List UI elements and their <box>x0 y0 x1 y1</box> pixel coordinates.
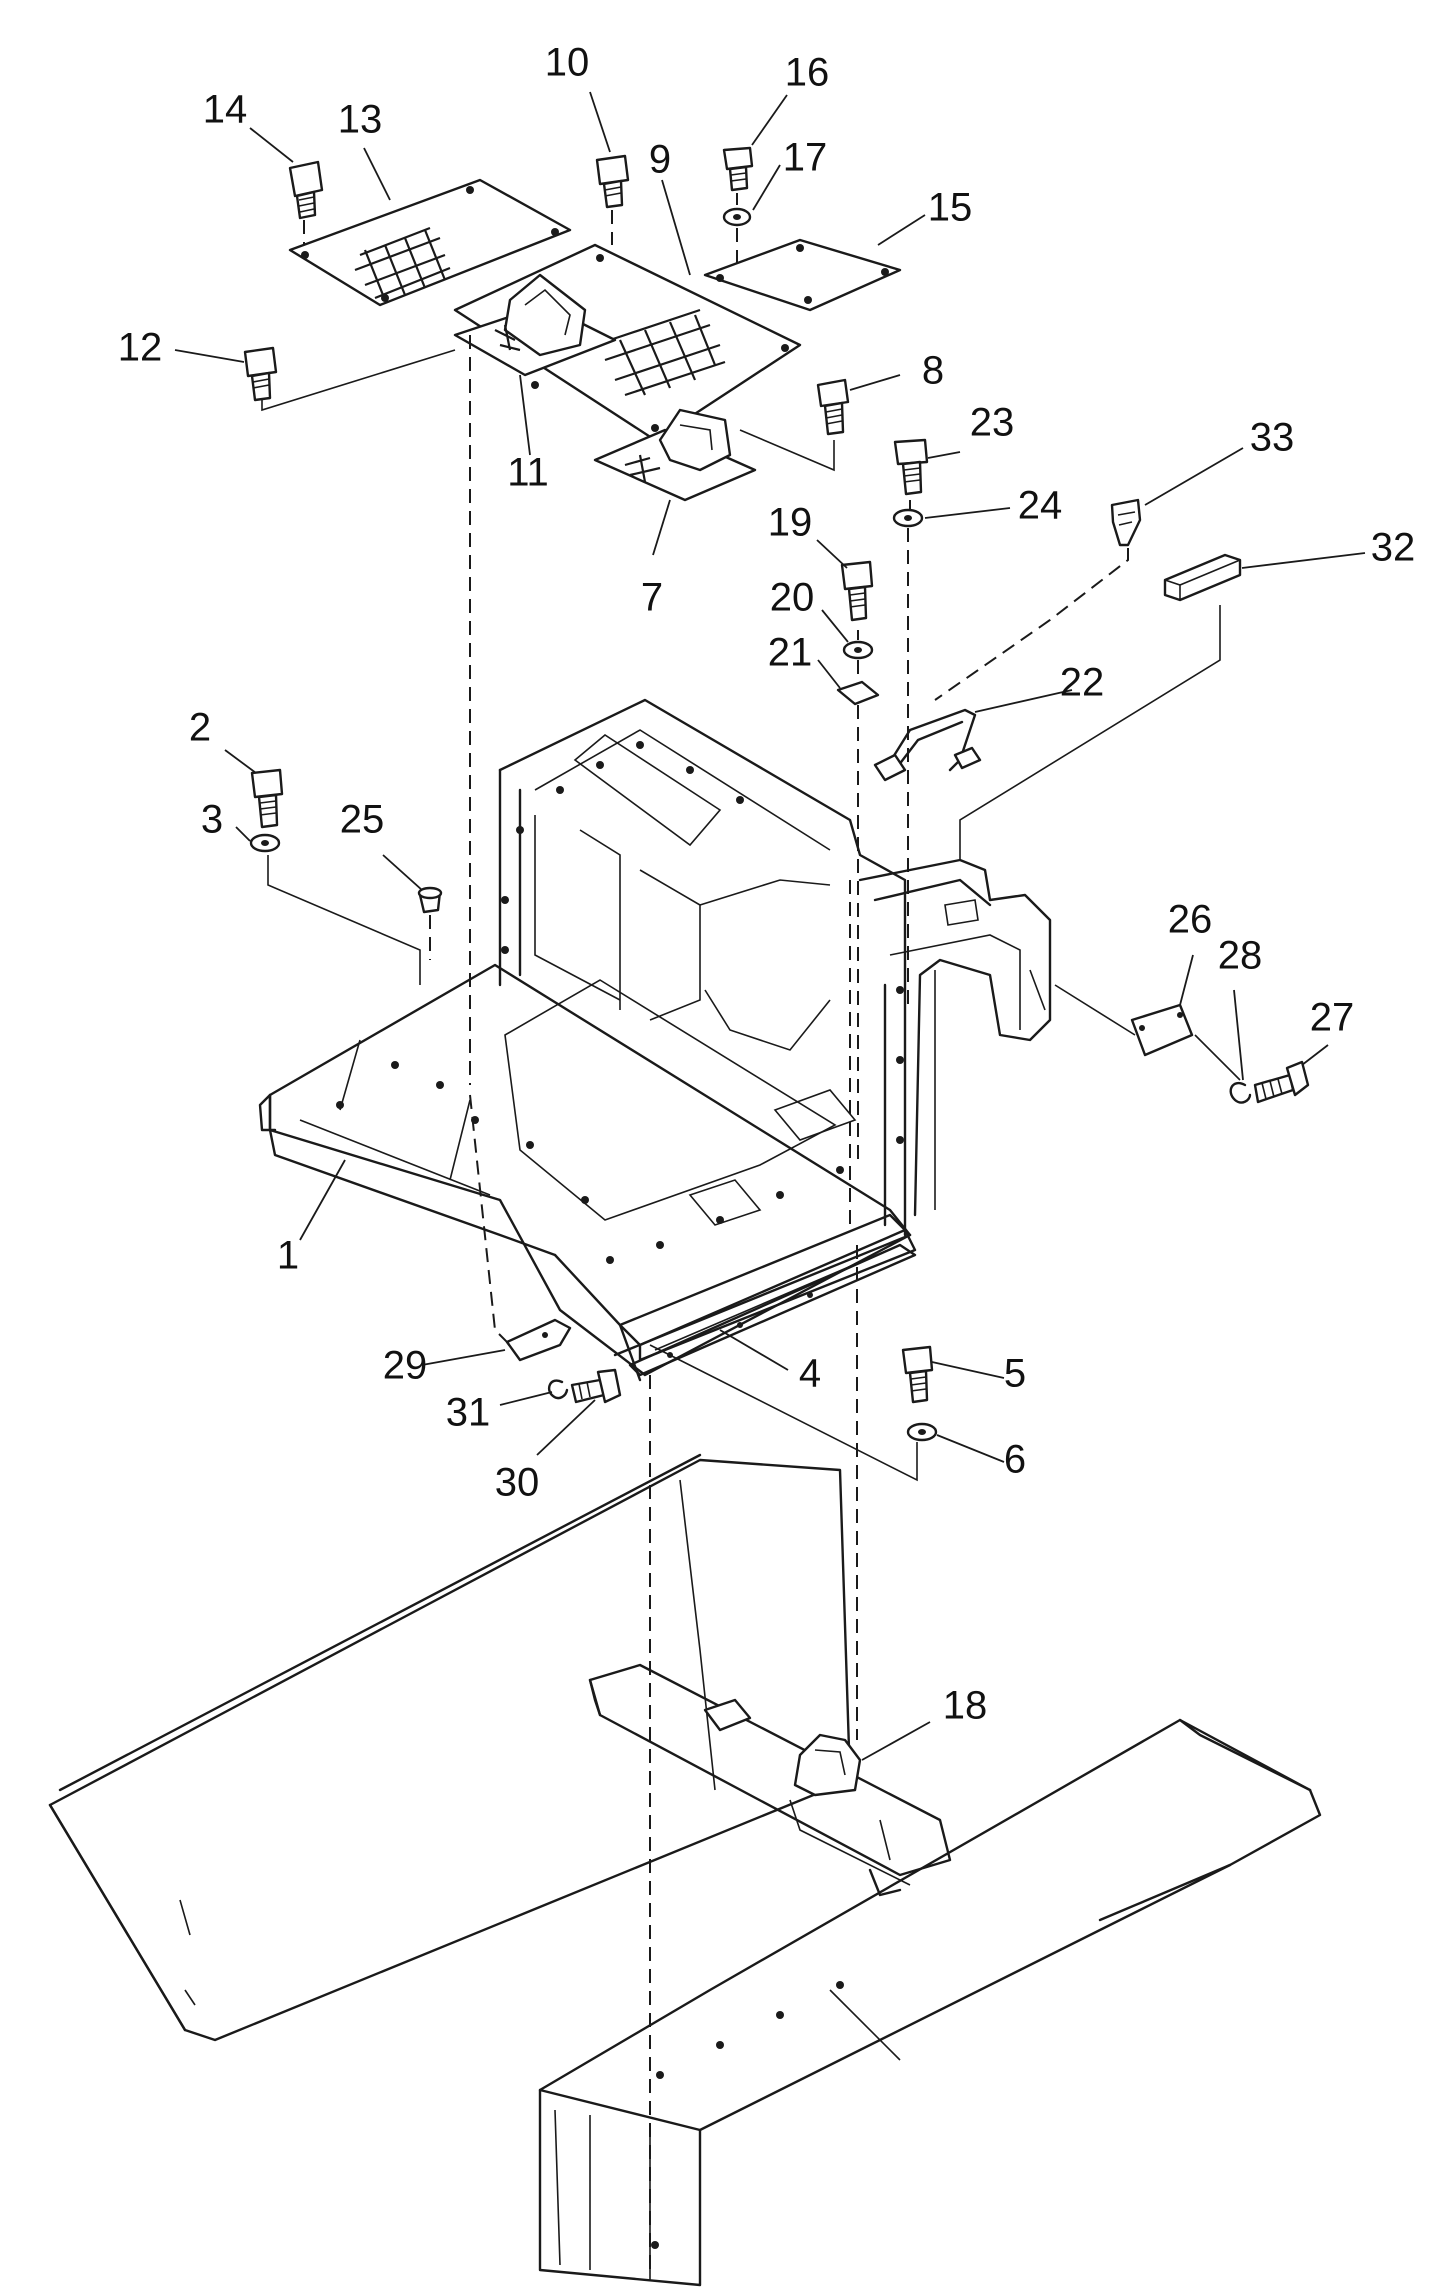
callout-8: 8 <box>922 349 944 393</box>
callout-19: 19 <box>768 501 813 545</box>
callout-18: 18 <box>943 1684 988 1728</box>
callout-26: 26 <box>1168 898 1213 942</box>
callout-4: 4 <box>799 1352 821 1396</box>
callout-11: 11 <box>507 451 549 495</box>
callout-15: 15 <box>928 186 973 230</box>
bolt-part-23 <box>893 438 929 496</box>
callout-2: 2 <box>189 706 211 750</box>
callout-30: 30 <box>495 1461 540 1505</box>
callout-28: 28 <box>1218 934 1263 978</box>
callout-20: 20 <box>770 576 815 620</box>
washer-part-20 <box>842 640 874 660</box>
bolt-part-27 <box>1253 1060 1310 1104</box>
bolt-part-14 <box>288 160 324 220</box>
bolt-part-30 <box>570 1368 622 1404</box>
handle-part-22 <box>873 708 982 782</box>
callout-5: 5 <box>1004 1352 1026 1396</box>
callout-24: 24 <box>1018 484 1063 528</box>
callout-29: 29 <box>383 1344 428 1388</box>
callout-32: 32 <box>1371 526 1416 570</box>
callout-6: 6 <box>1004 1438 1026 1482</box>
callout-23: 23 <box>970 401 1015 445</box>
callout-21: 21 <box>768 631 813 675</box>
callout-17: 17 <box>783 136 828 180</box>
bracket-part-32 <box>1163 553 1242 602</box>
washer-part-24 <box>892 508 924 528</box>
clip-part-21 <box>836 680 880 706</box>
callout-33: 33 <box>1250 416 1295 460</box>
callout-labels: 1 2 3 4 5 6 7 8 9 10 11 12 13 14 15 16 1… <box>118 41 1416 1728</box>
lockwasher-part-31 <box>547 1379 569 1400</box>
lockwasher-part-28 <box>1229 1082 1252 1104</box>
callout-14: 14 <box>203 88 248 132</box>
floor-frame-part-1 <box>258 698 1052 1382</box>
washer-part-17 <box>722 207 752 227</box>
callout-1: 1 <box>277 1234 299 1278</box>
bolt-part-12 <box>243 346 278 402</box>
callout-22: 22 <box>1060 661 1105 705</box>
cover-plate-part-15 <box>703 238 902 312</box>
washer-part-3 <box>249 833 281 853</box>
mount-part-18 <box>793 1733 862 1797</box>
callout-16: 16 <box>785 51 830 95</box>
callout-13: 13 <box>338 98 383 142</box>
leader-lines <box>174 91 1366 1761</box>
bolt-part-5 <box>901 1345 934 1404</box>
washer-part-6 <box>906 1422 938 1442</box>
callout-27: 27 <box>1310 996 1355 1040</box>
bolt-part-16 <box>722 146 754 192</box>
callout-25: 25 <box>340 798 385 842</box>
bolt-part-8 <box>816 378 850 436</box>
plug-part-25 <box>417 886 443 914</box>
callout-7: 7 <box>641 576 663 620</box>
assembly-lines <box>261 193 1241 2270</box>
callout-12: 12 <box>118 326 163 370</box>
callout-3: 3 <box>201 798 223 842</box>
callout-31: 31 <box>446 1391 491 1435</box>
bolt-part-19 <box>840 560 874 622</box>
plate-part-26 <box>1130 1003 1194 1057</box>
plate-part-7 <box>593 408 757 502</box>
callout-10: 10 <box>545 41 590 85</box>
plate-part-29 <box>505 1318 572 1362</box>
cover-plate-part-13 <box>288 178 572 307</box>
callout-9: 9 <box>649 138 671 182</box>
bolt-part-2 <box>250 768 284 829</box>
bolt-part-10 <box>595 154 630 209</box>
pin-part-33 <box>1110 498 1142 547</box>
plate-part-11 <box>453 273 617 377</box>
track-frame <box>48 1453 1322 2287</box>
